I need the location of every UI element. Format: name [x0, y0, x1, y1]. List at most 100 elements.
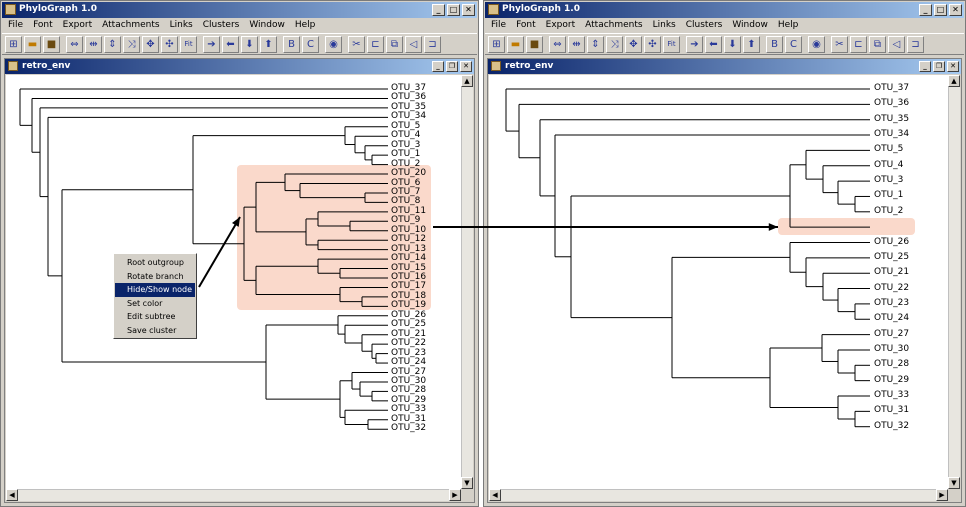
inner-restore-button[interactable]: ❐: [933, 61, 945, 72]
close-button[interactable]: ✕: [949, 4, 962, 16]
leaf-label[interactable]: OTU_5: [391, 120, 421, 131]
leaf-label[interactable]: OTU_20: [391, 168, 427, 179]
leaf-label[interactable]: OTU_2: [391, 158, 421, 169]
leaf-label[interactable]: OTU_21: [391, 328, 427, 339]
scroll-up-icon[interactable]: ▲: [948, 75, 960, 87]
menu-attachments[interactable]: Attachments: [102, 20, 160, 30]
leaf-label[interactable]: OTU_4: [391, 130, 421, 141]
tree-triangle-icon[interactable]: ◁: [888, 35, 905, 53]
leaf-label[interactable]: OTU_28: [391, 385, 427, 396]
window-titlebar[interactable]: PhyloGraph 1.0 _ □ ✕: [2, 2, 477, 18]
scroll-down-icon[interactable]: ▼: [948, 477, 960, 489]
collapse-vertical-icon[interactable]: ⤨: [123, 35, 140, 53]
fit-icon[interactable]: Fit: [663, 35, 680, 53]
globe-icon[interactable]: ◉: [808, 35, 825, 53]
horizontal-scrollbar[interactable]: ◀ ▶: [6, 489, 461, 501]
expand-vertical-icon[interactable]: ⇕: [587, 35, 604, 53]
label-c-icon[interactable]: C: [785, 35, 802, 53]
tree-right-icon[interactable]: ⊐: [907, 35, 924, 53]
save-icon[interactable]: ■: [526, 35, 543, 53]
open-folder-icon[interactable]: ▬: [507, 35, 524, 53]
arrow-up-icon[interactable]: ⬆: [743, 35, 760, 53]
label-b-icon[interactable]: B: [283, 35, 300, 53]
leaf-label[interactable]: OTU_14: [391, 253, 427, 264]
tree-right-icon[interactable]: ⊐: [424, 35, 441, 53]
fit-icon[interactable]: Fit: [180, 35, 197, 53]
minimize-button[interactable]: _: [432, 4, 445, 16]
inner-minimize-button[interactable]: _: [432, 61, 444, 72]
expand-all-icon[interactable]: ✥: [142, 35, 159, 53]
inner-close-button[interactable]: ✕: [947, 61, 959, 72]
collapse-vertical-icon[interactable]: ⤨: [606, 35, 623, 53]
leaf-label[interactable]: OTU_31: [874, 405, 910, 416]
leaf-label[interactable]: OTU_28: [874, 359, 910, 370]
leaf-label[interactable]: OTU_35: [874, 113, 910, 124]
scroll-up-icon[interactable]: ▲: [461, 75, 473, 87]
leaf-label[interactable]: OTU_32: [874, 420, 910, 431]
menu-item-save-cluster[interactable]: Save cluster: [127, 325, 177, 335]
label-c-icon[interactable]: C: [302, 35, 319, 53]
tree-left-icon[interactable]: ⊏: [367, 35, 384, 53]
save-icon[interactable]: ■: [43, 35, 60, 53]
label-b-icon[interactable]: B: [766, 35, 783, 53]
leaf-label[interactable]: OTU_32: [391, 423, 427, 434]
leaf-label[interactable]: OTU_18: [391, 290, 427, 301]
leaf-label[interactable]: OTU_22: [874, 282, 910, 293]
leaf-label[interactable]: OTU_15: [391, 262, 427, 273]
leaf-label[interactable]: OTU_8: [391, 196, 421, 207]
leaf-label[interactable]: OTU_16: [391, 272, 427, 282]
inner-close-button[interactable]: ✕: [460, 61, 472, 72]
leaf-label[interactable]: OTU_29: [391, 394, 427, 405]
menu-window[interactable]: Window: [249, 20, 285, 30]
window-titlebar[interactable]: PhyloGraph 1.0 _ □ ✕: [485, 2, 964, 18]
leaf-label[interactable]: OTU_6: [391, 177, 421, 188]
open-folder-icon[interactable]: ▬: [24, 35, 41, 53]
collapse-horizontal-icon[interactable]: ⇹: [568, 35, 585, 53]
menu-clusters[interactable]: Clusters: [202, 20, 240, 30]
menu-clusters[interactable]: Clusters: [685, 20, 723, 30]
leaf-label[interactable]: OTU_34: [391, 111, 427, 122]
close-button[interactable]: ✕: [462, 4, 475, 16]
horizontal-scrollbar[interactable]: ◀ ▶: [489, 489, 948, 501]
internal-frame-titlebar[interactable]: retro_env _ ❐ ✕: [5, 59, 474, 74]
leaf-label[interactable]: OTU_10: [391, 224, 427, 235]
menu-font[interactable]: Font: [33, 20, 53, 30]
arrow-right-icon[interactable]: ➔: [686, 35, 703, 53]
menu-export[interactable]: Export: [62, 20, 93, 30]
leaf-label[interactable]: OTU_17: [391, 281, 427, 292]
menu-file[interactable]: File: [491, 20, 507, 30]
arrow-left-icon[interactable]: ⬅: [705, 35, 722, 53]
leaf-label[interactable]: OTU_21: [874, 267, 910, 278]
leaf-label[interactable]: OTU_1: [874, 190, 904, 201]
arrow-down-icon[interactable]: ⬇: [241, 35, 258, 53]
scroll-right-icon[interactable]: ▶: [449, 489, 461, 501]
leaf-label[interactable]: OTU_22: [391, 338, 427, 349]
arrow-up-icon[interactable]: ⬆: [260, 35, 277, 53]
leaf-label[interactable]: OTU_27: [874, 328, 910, 339]
leaf-label[interactable]: OTU_3: [874, 175, 904, 186]
tree-box-icon[interactable]: ⧉: [386, 35, 403, 53]
leaf-label[interactable]: OTU_37: [874, 83, 910, 93]
scroll-left-icon[interactable]: ◀: [489, 489, 501, 501]
collapse-all-icon[interactable]: ✣: [161, 35, 178, 53]
maximize-button[interactable]: □: [934, 4, 947, 16]
menu-links[interactable]: Links: [169, 20, 193, 30]
leaf-label[interactable]: OTU_13: [391, 243, 427, 254]
leaf-label[interactable]: OTU_30: [391, 375, 427, 386]
arrow-down-icon[interactable]: ⬇: [724, 35, 741, 53]
leaf-label[interactable]: OTU_9: [391, 215, 421, 226]
menu-item-rotate-branch[interactable]: Rotate branch: [127, 271, 184, 281]
leaf-label[interactable]: OTU_5: [874, 144, 904, 155]
leaf-label[interactable]: OTU_36: [874, 98, 910, 109]
menu-font[interactable]: Font: [516, 20, 536, 30]
globe-icon[interactable]: ◉: [325, 35, 342, 53]
scroll-left-icon[interactable]: ◀: [6, 489, 18, 501]
leaf-label[interactable]: OTU_30: [874, 343, 910, 354]
tree-triangle-icon[interactable]: ◁: [405, 35, 422, 53]
leaf-label[interactable]: OTU_11: [391, 205, 427, 216]
tree-box-icon[interactable]: ⧉: [869, 35, 886, 53]
vertical-scrollbar[interactable]: ▲ ▼: [948, 75, 960, 489]
internal-frame-titlebar[interactable]: retro_env _ ❐ ✕: [488, 59, 961, 74]
new-tree-icon[interactable]: ⊞: [488, 35, 505, 53]
tree-left-icon[interactable]: ⊏: [850, 35, 867, 53]
